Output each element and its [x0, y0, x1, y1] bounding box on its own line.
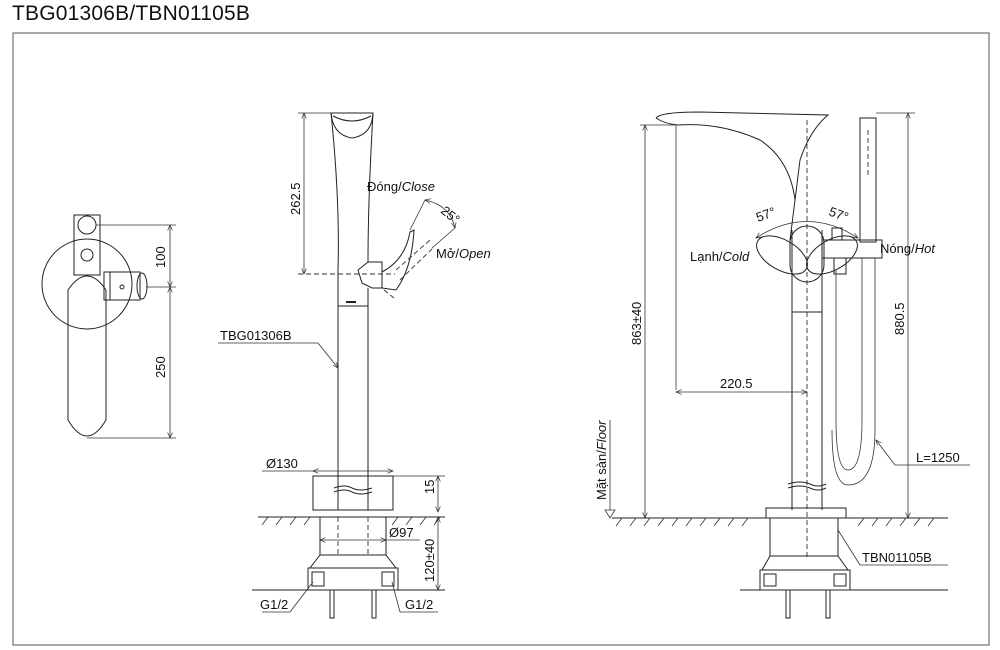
dim-220-5-label: 220.5: [720, 376, 753, 391]
dim-100-label: 100: [153, 246, 168, 268]
handle-stem: [73, 214, 101, 276]
dim-262-5-label: 262.5: [288, 182, 303, 215]
hand-shower: [859, 117, 877, 243]
dim-15-label: 15: [422, 480, 437, 494]
drawing-title: TBG01306B/TBN01105B: [12, 2, 251, 25]
part-label-tbn01105b: TBN01105B: [862, 550, 932, 565]
dim-120-label: 120±40: [422, 539, 437, 582]
part-label-tbg01306b: TBG01306B: [220, 328, 292, 343]
close-label: Đóng/Close: [367, 179, 435, 194]
open-label: Mở/Open: [436, 246, 491, 261]
dim-880-5-label: 880.5: [892, 302, 907, 335]
stem-knob: [77, 215, 97, 235]
floor-label: Mặt sàn/Floor: [594, 420, 609, 500]
thread-left-label: G1/2: [260, 597, 288, 612]
angle-57-right-label: 57°: [827, 204, 851, 225]
dim-250-label: 250: [153, 356, 168, 378]
dim-863-label: 863±40: [629, 302, 644, 345]
drawing-frame: [12, 32, 990, 646]
side-view: [41, 214, 176, 438]
handle-lever: [67, 275, 107, 437]
cold-label: Lạnh/Cold: [690, 249, 750, 264]
hot-label: Nóng/Hot: [880, 241, 936, 256]
angle-57-left-label: 57°: [754, 204, 778, 225]
front-view: [218, 113, 455, 619]
dia-97-label: Ø97: [389, 525, 414, 540]
outlet-nozzle: [109, 271, 141, 301]
right-view: [604, 111, 970, 619]
hose-length-label: L=1250: [916, 450, 960, 465]
thread-right-label: G1/2: [405, 597, 433, 612]
wall-escutcheon: [41, 238, 133, 330]
dia-130-label: Ø130: [266, 456, 298, 471]
